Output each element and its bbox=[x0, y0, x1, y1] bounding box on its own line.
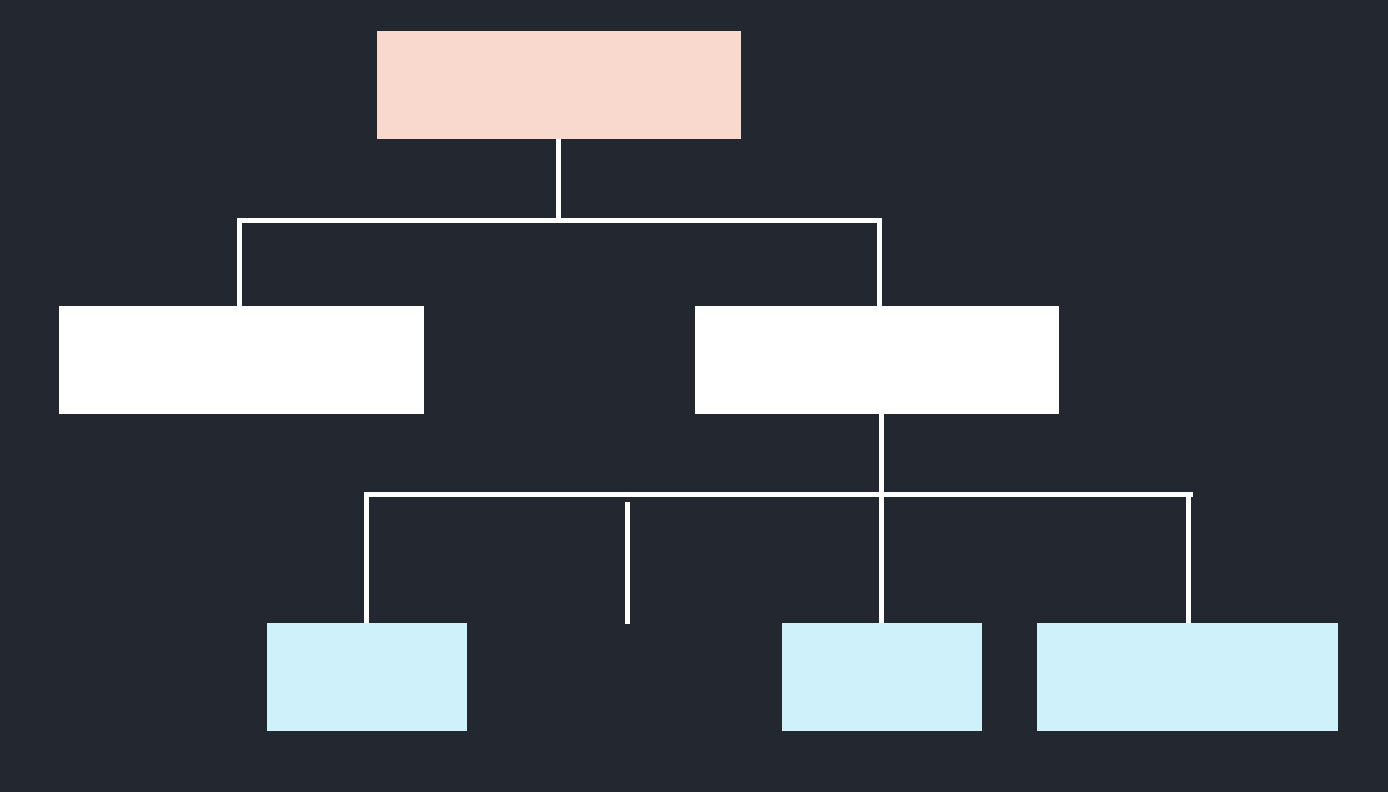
connector-level1-right-stem bbox=[879, 414, 884, 495]
level2-node-2 bbox=[782, 623, 982, 731]
connector-root-stem bbox=[556, 139, 561, 221]
connector-level2-drop-3 bbox=[1186, 492, 1191, 623]
connector-level2-drop-empty bbox=[625, 502, 630, 624]
connector-level2-drop-2 bbox=[879, 492, 884, 623]
connector-level1-drop-left bbox=[237, 218, 242, 306]
connector-level1-drop-right bbox=[877, 218, 882, 306]
level1-node-right bbox=[695, 306, 1059, 414]
connector-level2-bar bbox=[364, 492, 1193, 497]
connector-level1-bar bbox=[237, 218, 882, 223]
root-node bbox=[377, 31, 741, 139]
level2-node-1 bbox=[267, 623, 467, 731]
connector-level2-drop-1 bbox=[364, 492, 369, 623]
level2-node-3 bbox=[1037, 623, 1338, 731]
level1-node-left bbox=[59, 306, 424, 414]
